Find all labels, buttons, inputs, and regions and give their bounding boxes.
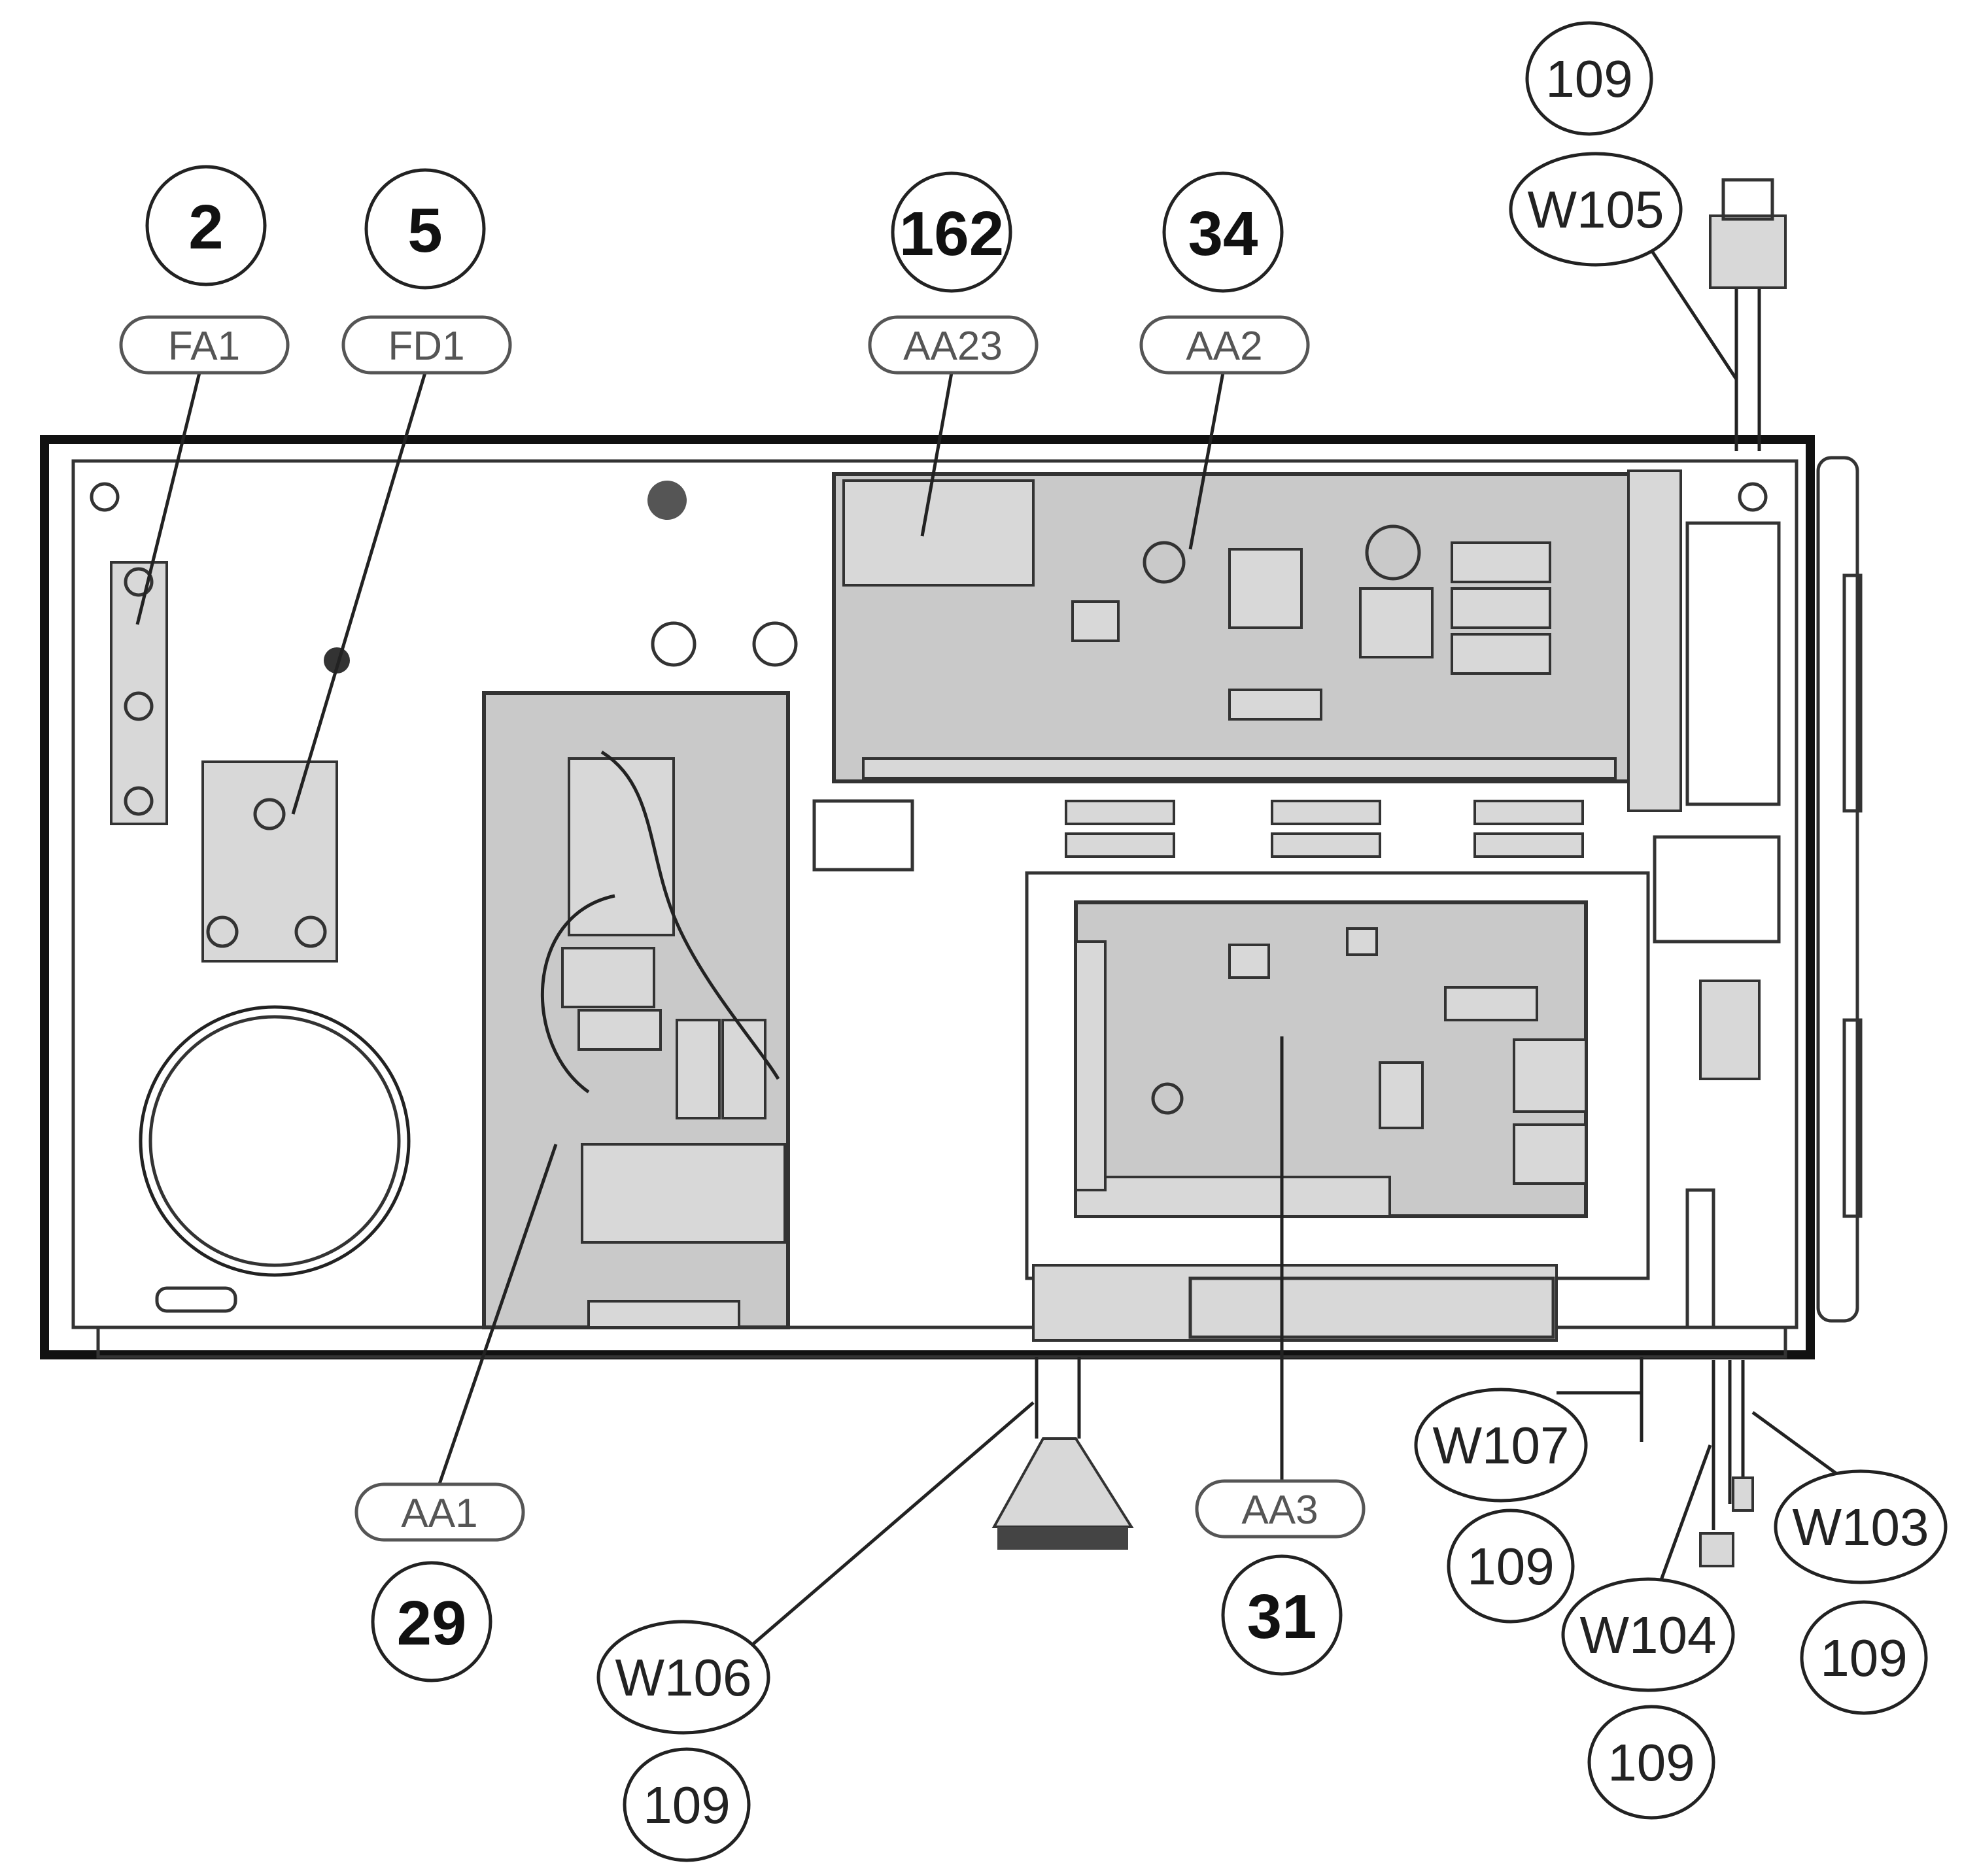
wire-w103-code: W103 [1793,1498,1929,1556]
callout-5: 5 FD1 [341,168,512,375]
wire-w104: W104 109 [1561,1577,1735,1820]
callout-2: 2 FA1 [119,165,290,375]
cable-w105 [1709,178,1787,451]
callout-31-number: 31 [1247,1582,1317,1652]
cable-clips [812,799,1584,872]
callout-34-number: 34 [1188,199,1258,269]
wire-w106-number: 109 [643,1776,730,1834]
wire-w107-number: 109 [1467,1537,1554,1595]
side-terminal [1653,835,1781,1329]
callout-162-number: 162 [899,199,1004,269]
wire-w104-number: 109 [1608,1733,1695,1792]
cable-w104-w103 [1699,1360,1754,1567]
callout-162: 162 AA23 [868,171,1039,375]
callout-5-code: FD1 [388,324,464,369]
callout-5-number: 5 [407,196,442,265]
wire-w105: 109 W105 [1509,21,1683,267]
aa1-board [482,691,790,1329]
callout-29: AA1 29 [354,1482,525,1682]
wire-w105-code: W105 [1528,180,1664,239]
callout-31-code: AA3 [1241,1488,1318,1533]
callout-31: AA3 31 [1195,1479,1366,1676]
wire-w103: W103 109 [1774,1469,1948,1715]
leader-lines [135,244,1839,1669]
wire-w104-code: W104 [1580,1606,1717,1664]
aa3-board [1025,871,1650,1342]
callout-162-code: AA23 [903,324,1003,369]
wire-w107-code: W107 [1433,1416,1570,1475]
aa2-board [832,469,1781,812]
fd1-thermostat [201,647,350,963]
callout-2-number: 2 [188,192,223,262]
callout-29-code: AA1 [401,1491,477,1536]
wire-w103-number: 109 [1820,1629,1907,1687]
wire-w106-code: W106 [615,1648,752,1707]
round-component [139,1005,411,1313]
wire-w107: W107 109 [1414,1388,1588,1624]
callout-2-code: FA1 [168,324,240,369]
wire-w105-number: 109 [1545,50,1632,108]
callout-34-code: AA2 [1186,324,1262,369]
fa1-breaker [110,561,168,825]
cable-w106 [991,1357,1134,1550]
wire-w106: W106 109 [596,1620,770,1862]
callout-34: 34 AA2 [1139,171,1310,375]
callout-29-number: 29 [397,1588,467,1658]
